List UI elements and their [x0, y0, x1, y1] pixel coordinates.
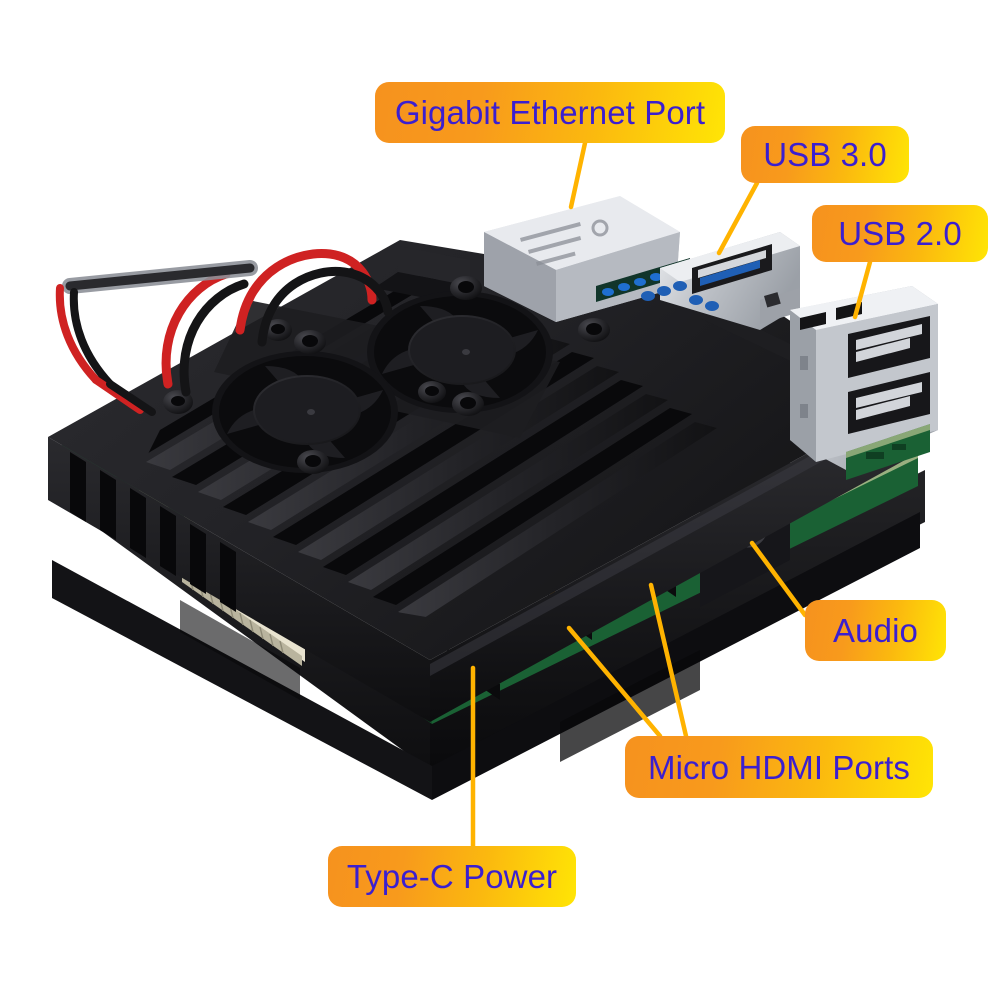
callout-label-text: Type-C Power [346, 858, 558, 895]
fan-front [212, 351, 398, 473]
callout-label-text: Micro HDMI Ports [648, 748, 910, 786]
callout-label-text: Audio [833, 612, 918, 649]
pcb-right-edge [846, 424, 930, 480]
callout-label-text: USB 2.0 [838, 215, 962, 252]
mounting-screws [163, 276, 610, 474]
ethernet-port [484, 196, 690, 322]
callout-audio[interactable]: Audio [805, 600, 946, 661]
usb-2-ports [790, 286, 938, 470]
callout-usb-3-0[interactable]: USB 3.0 [741, 126, 909, 183]
usb-3-ports [641, 232, 800, 330]
fan-rear [367, 291, 553, 413]
fan-wires [55, 248, 393, 416]
callout-type-c-power[interactable]: Type-C Power [328, 846, 576, 907]
callout-micro-hdmi-ports[interactable]: Micro HDMI Ports [625, 736, 933, 798]
callout-label-text: Gigabit Ethernet Port [394, 94, 706, 131]
callout-gigabit-ethernet-port[interactable]: Gigabit Ethernet Port [375, 82, 725, 143]
callout-usb-2-0[interactable]: USB 2.0 [812, 205, 988, 262]
callout-label-text: USB 3.0 [763, 136, 887, 173]
